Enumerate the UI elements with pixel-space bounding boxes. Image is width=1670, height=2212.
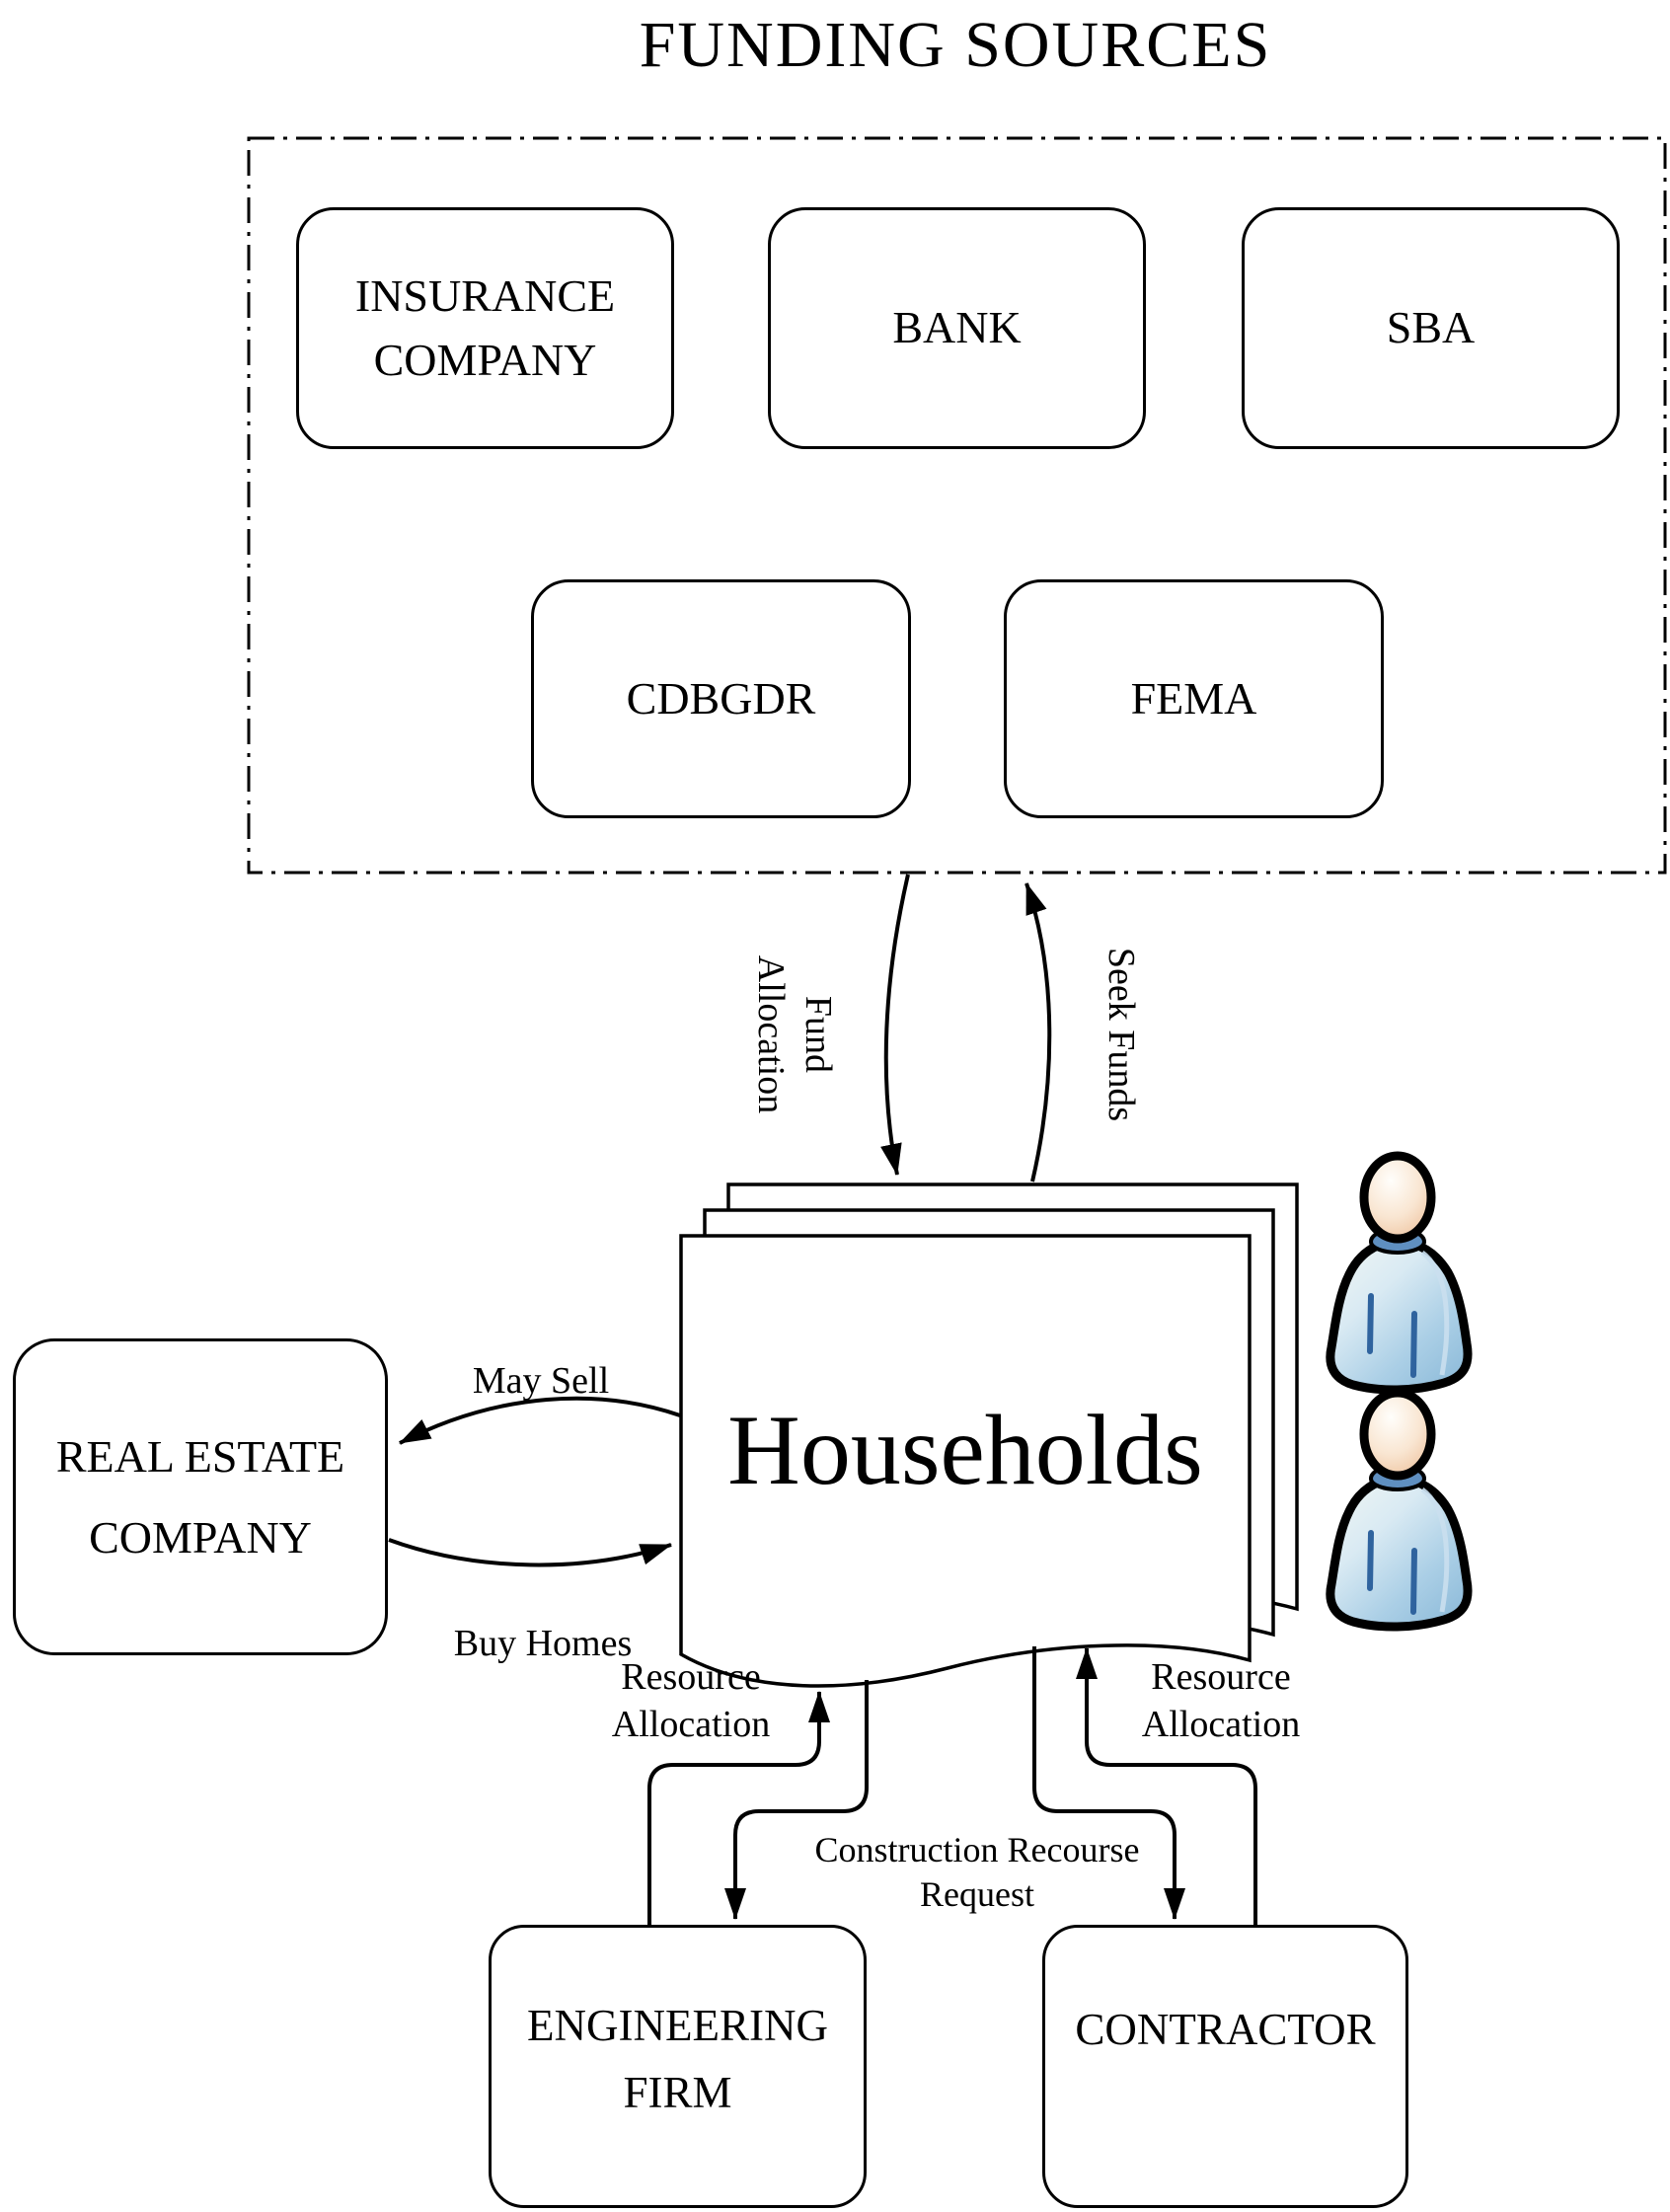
node-cdbgdr: CDBGDR: [531, 579, 911, 818]
resource-allocation-right-arrow: [1076, 1647, 1257, 1925]
node-households-label: Households: [727, 1395, 1203, 1506]
person-icon: [1330, 1156, 1468, 1390]
edge-label-fund-allocation: Fund Allocation: [750, 954, 840, 1114]
node-insurance-company: INSURANCE COMPANY: [296, 207, 674, 449]
node-bank: BANK: [768, 207, 1146, 449]
node-contractor-label: CONTRACTOR: [1075, 2005, 1376, 2054]
node-insurance-company-label: INSURANCE COMPANY: [354, 270, 616, 385]
edge-label-resource-allocation-right: Resource Allocation: [1141, 1656, 1301, 1745]
edge-label-construction-recourse-request: Construction Recourse Request: [814, 1830, 1140, 1914]
node-fema: FEMA: [1004, 579, 1384, 818]
seek-funds-arrow: [1025, 882, 1052, 1182]
edge-label-buy-homes: Buy Homes: [453, 1623, 633, 1664]
node-bank-label: BANK: [892, 302, 1022, 353]
node-fema-label: FEMA: [1130, 672, 1257, 724]
node-real-estate-company: REAL ESTATE COMPANY: [13, 1338, 388, 1655]
node-real-estate-company-label: REAL ESTATE COMPANY: [55, 1430, 345, 1563]
node-sba-label: SBA: [1386, 302, 1476, 353]
edge-label-may-sell: May Sell: [472, 1360, 610, 1402]
fund-allocation-arrow: [880, 874, 910, 1176]
page-title: FUNDING SOURCES: [639, 9, 1272, 81]
person-icon: [1330, 1393, 1468, 1627]
node-cdbgdr-label: CDBGDR: [626, 672, 816, 724]
node-contractor: CONTRACTOR: [1042, 1925, 1408, 2208]
resource-allocation-left-arrow: [647, 1691, 830, 1925]
households-page-front: [679, 1234, 1252, 1688]
node-engineering-firm: ENGINEERING FIRM: [489, 1925, 867, 2208]
construction-request-left-arrow: [724, 1680, 869, 1920]
node-engineering-firm-label: ENGINEERING FIRM: [527, 2001, 828, 2117]
edge-label-seek-funds: Seek Funds: [1101, 947, 1142, 1122]
construction-request-right-arrow: [1032, 1646, 1185, 1920]
may-sell-arrow: [399, 1396, 681, 1445]
buy-homes-arrow: [388, 1538, 672, 1567]
funding-sources-boundary: [247, 136, 1667, 875]
edge-label-resource-allocation-left: Resource Allocation: [611, 1656, 771, 1745]
node-sba: SBA: [1242, 207, 1620, 449]
